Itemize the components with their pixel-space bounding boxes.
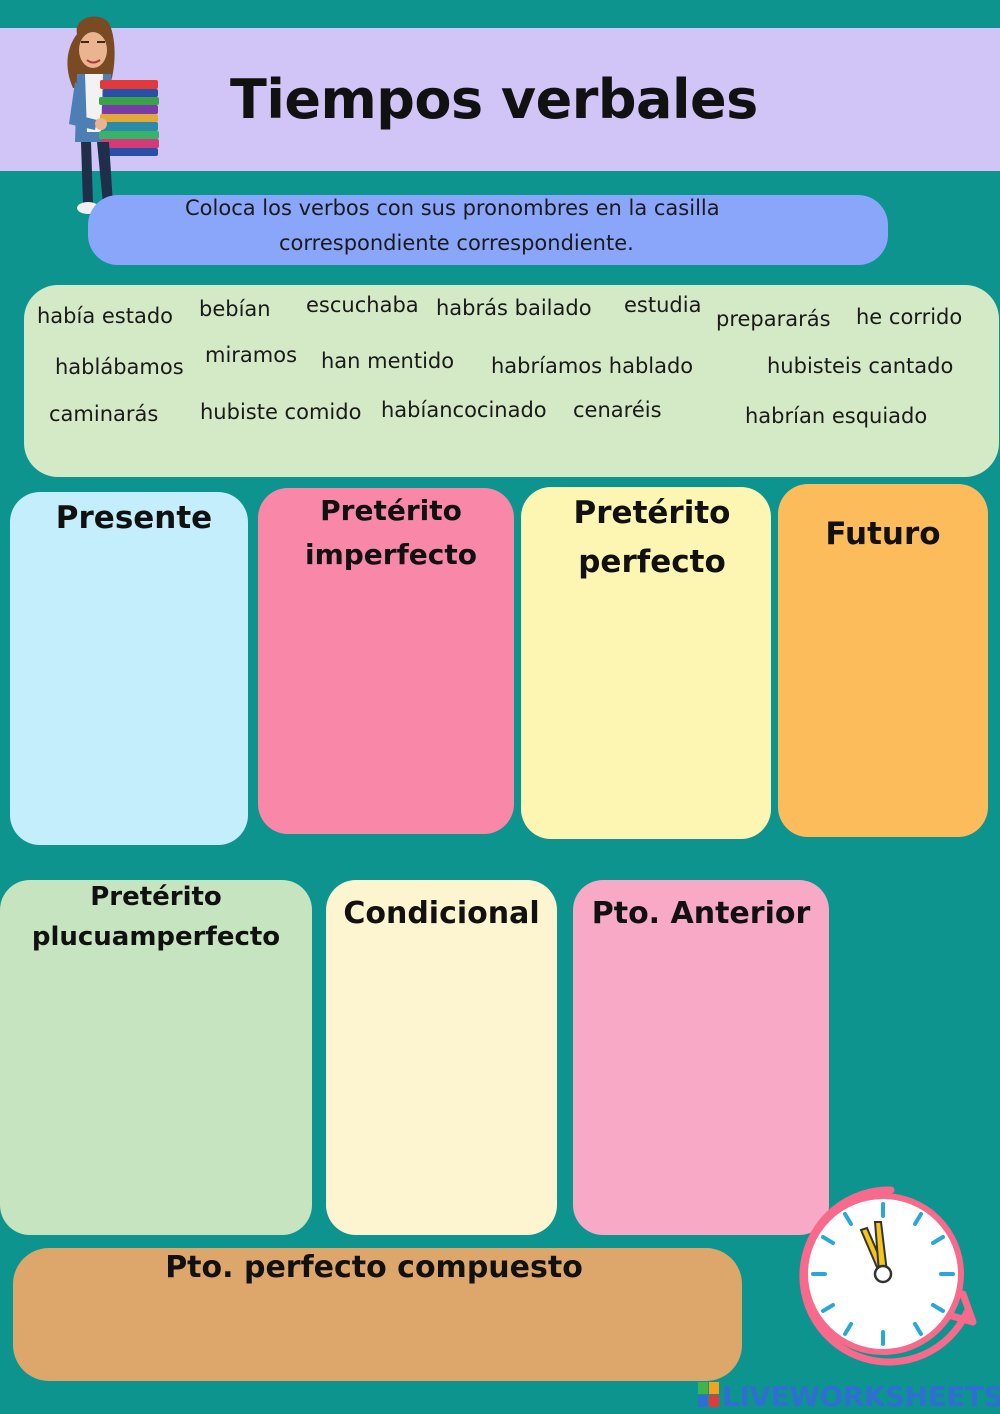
word-chip[interactable]: hubiste comido bbox=[200, 400, 362, 424]
drop-zone-pto-anterior[interactable]: Pto. Anterior bbox=[573, 880, 829, 1235]
box-title: plucuamperfecto bbox=[31, 922, 281, 952]
box-title: imperfecto bbox=[304, 538, 477, 571]
word-chip[interactable]: hubisteis cantado bbox=[767, 354, 954, 378]
word-chip[interactable]: hablábamos bbox=[55, 355, 184, 379]
box-title: perfecto bbox=[578, 544, 726, 580]
word-chip[interactable]: caminarás bbox=[49, 402, 159, 426]
instructions-panel bbox=[88, 195, 888, 265]
drop-zone-futuro[interactable]: Futuro bbox=[778, 484, 988, 837]
box-title: Futuro bbox=[825, 516, 941, 552]
word-chip[interactable]: prepararás bbox=[716, 307, 831, 331]
box-title: Pto. Anterior bbox=[591, 896, 811, 931]
liveworksheets-logo-icon bbox=[698, 1382, 719, 1407]
box-title: Pretérito bbox=[320, 494, 462, 527]
instructions-line-2: correspondiente correspondiente. bbox=[279, 231, 634, 255]
word-chip[interactable]: escuchaba bbox=[306, 293, 419, 317]
word-chip[interactable]: habrían esquiado bbox=[745, 404, 928, 428]
drop-zone-condicional[interactable]: Condicional bbox=[326, 880, 557, 1235]
drop-zone-preterito-imperfecto[interactable]: Pretérito imperfecto bbox=[258, 488, 514, 834]
word-chip[interactable]: estudia bbox=[624, 293, 702, 317]
clock-icon bbox=[799, 1186, 977, 1366]
word-chip[interactable]: cenaréis bbox=[573, 398, 662, 422]
word-chip[interactable]: he corrido bbox=[856, 305, 963, 329]
word-chip[interactable]: habíancocinado bbox=[381, 398, 547, 422]
page-title: Tiempos verbales bbox=[230, 68, 758, 131]
word-bank bbox=[24, 285, 999, 477]
drop-zone-presente[interactable]: Presente bbox=[10, 492, 248, 845]
instructions-line-1: Coloca los verbos con sus pronombres en … bbox=[185, 196, 720, 220]
drop-zone-preterito-pluscuamperfecto[interactable]: Pretérito plucuamperfecto bbox=[0, 880, 312, 1235]
drop-zone-preterito-perfecto[interactable]: Pretérito perfecto bbox=[521, 487, 771, 839]
drop-zone-pto-perfecto-compuesto[interactable]: Pto. perfecto compuesto bbox=[13, 1248, 742, 1381]
word-chip[interactable]: había estado bbox=[37, 304, 174, 328]
word-chip[interactable]: habrás bailado bbox=[436, 296, 592, 320]
box-title: Condicional bbox=[343, 896, 540, 931]
word-chip[interactable]: bebían bbox=[199, 297, 271, 321]
box-title: Pretérito bbox=[90, 882, 222, 912]
word-chip[interactable]: miramos bbox=[205, 343, 298, 367]
word-chip[interactable]: han mentido bbox=[321, 349, 455, 373]
liveworksheets-logo-text: LIVEWORKSHEETS bbox=[722, 1380, 1000, 1413]
word-chip[interactable]: habríamos hablado bbox=[491, 354, 694, 378]
box-title: Presente bbox=[55, 500, 213, 536]
teacher-avatar-icon bbox=[67, 16, 159, 214]
header-band bbox=[0, 28, 1000, 171]
box-title: Pto. perfecto compuesto bbox=[165, 1250, 583, 1285]
box-title: Pretérito bbox=[573, 495, 731, 531]
